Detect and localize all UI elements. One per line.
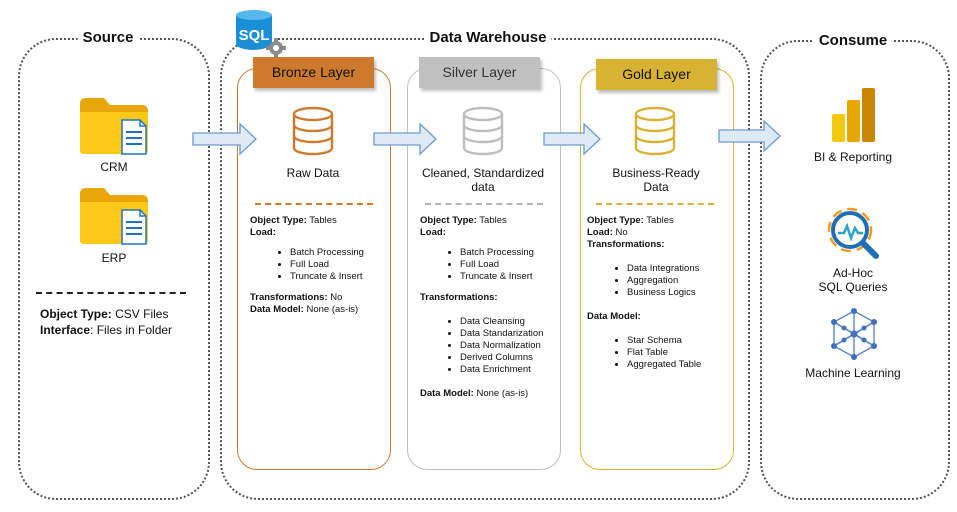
gold-caption: Business-Ready Data [612, 166, 700, 194]
list-item: Aggregated Table [627, 359, 701, 371]
bronze-layer-label: Bronze Layer [253, 57, 374, 88]
bronze-caption: Raw Data [286, 166, 340, 180]
list-item: Batch Processing [290, 247, 364, 259]
list-item: Full Load [460, 259, 543, 271]
list-item: Aggregation [627, 275, 701, 287]
source-info: Object Type: CSV Files Interface: Files … [40, 306, 172, 338]
list-item: Star Schema [627, 335, 701, 347]
list-item: Data Enrichment [460, 364, 543, 376]
list-item: Derived Columns [460, 352, 543, 364]
silver-layer-label: Silver Layer [419, 57, 540, 88]
gold-database-icon [632, 106, 678, 161]
list-item: Full Load [290, 259, 364, 271]
crm-label: CRM [100, 160, 128, 174]
magnifier-query-icon [826, 206, 880, 265]
silver-transformations-list: Data Cleansing Data Standarization Data … [420, 316, 543, 376]
bronze-divider [255, 203, 373, 205]
gold-divider [596, 203, 714, 205]
erp-label: ERP [101, 251, 127, 265]
gold-layer-label: Gold Layer [596, 59, 717, 90]
neural-network-icon [828, 308, 880, 365]
sql-logo-text: SQL [239, 27, 270, 44]
bi-reporting-label: BI & Reporting [813, 150, 893, 164]
object-type-value: CSV Files [111, 307, 169, 321]
bronze-details: Object Type: Tables Load: Batch Processi… [250, 215, 364, 316]
source-divider [36, 292, 186, 294]
object-type-label: Object Type: [40, 307, 112, 321]
sql-server-icon: SQL [232, 8, 288, 58]
silver-details: Object Type: Tables Load: Batch Processi… [420, 215, 543, 400]
interface-label: Interface [40, 323, 91, 337]
silver-load-list: Batch Processing Full Load Truncate & In… [420, 247, 543, 283]
silver-caption: Cleaned, Standardized data [421, 166, 545, 194]
interface-value: : Files in Folder [90, 323, 173, 337]
bar-chart-icon [830, 86, 878, 149]
silver-divider [425, 203, 543, 205]
list-item: Truncate & Insert [460, 271, 543, 283]
gold-details: Object Type: Tables Load: No Transformat… [587, 215, 701, 380]
adhoc-sql-label: Ad-Hoc SQL Queries [818, 266, 888, 294]
list-item: Flat Table [627, 347, 701, 359]
list-item: Batch Processing [460, 247, 543, 259]
list-item: Data Standarization [460, 328, 543, 340]
crm-folder-icon [78, 96, 150, 156]
list-item: Truncate & Insert [290, 271, 364, 283]
warehouse-title: Data Warehouse [424, 29, 552, 46]
consume-title: Consume [813, 32, 893, 49]
bronze-load-list: Batch Processing Full Load Truncate & In… [250, 247, 364, 283]
list-item: Data Integrations [627, 263, 701, 275]
list-item: Data Cleansing [460, 316, 543, 328]
silver-database-icon [460, 106, 506, 161]
machine-learning-label: Machine Learning [805, 366, 901, 380]
gold-transformations-list: Data Integrations Aggregation Business L… [587, 263, 701, 299]
gold-data-model-list: Star Schema Flat Table Aggregated Table [587, 335, 701, 371]
list-item: Business Logics [627, 287, 701, 299]
erp-folder-icon [78, 186, 150, 246]
source-title: Source [77, 29, 139, 46]
bronze-database-icon [290, 106, 336, 161]
list-item: Data Normalization [460, 340, 543, 352]
